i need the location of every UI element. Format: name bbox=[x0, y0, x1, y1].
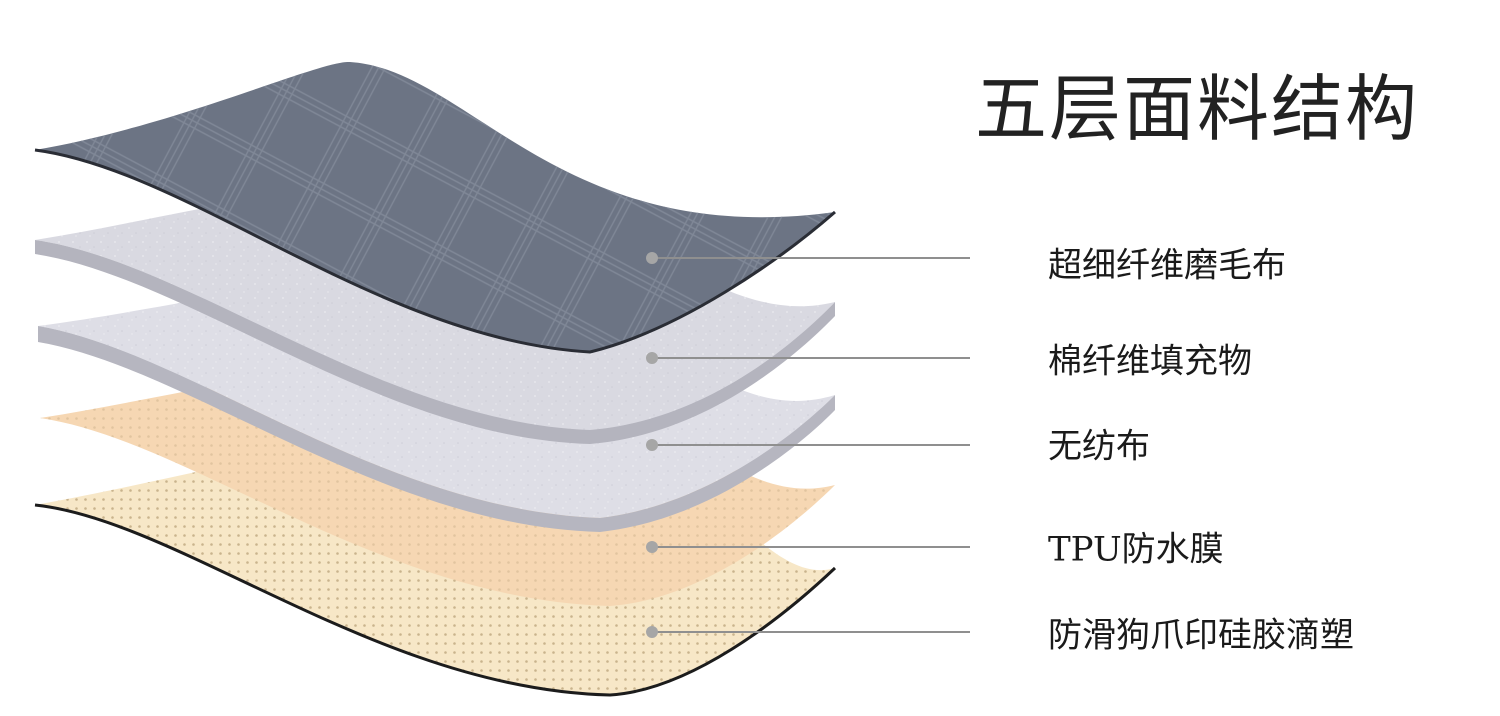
label-cotton-filling: 棉纤维填充物 bbox=[1048, 341, 1252, 382]
label-tpu-membrane: TPU防水膜 bbox=[1048, 529, 1224, 570]
leader-line-3 bbox=[646, 439, 970, 451]
leader-dot-4 bbox=[646, 541, 658, 553]
leader-dot-5 bbox=[646, 626, 658, 638]
leader-line-1 bbox=[646, 252, 970, 264]
leader-dot-2 bbox=[646, 352, 658, 364]
leader-line-5 bbox=[646, 626, 970, 638]
leader-dot-1 bbox=[646, 252, 658, 264]
label-anti-slip-silicone: 防滑狗爪印硅胶滴塑 bbox=[1048, 615, 1354, 656]
layer-microfiber-top bbox=[34, 61, 836, 354]
leader-dot-3 bbox=[646, 439, 658, 451]
label-non-woven: 无纺布 bbox=[1048, 426, 1150, 467]
leader-line-4 bbox=[646, 541, 970, 553]
leader-line-2 bbox=[646, 352, 970, 364]
diagram-title: 五层面料结构 bbox=[975, 67, 1420, 151]
label-microfiber-brushed: 超细纤维磨毛布 bbox=[1048, 245, 1286, 286]
